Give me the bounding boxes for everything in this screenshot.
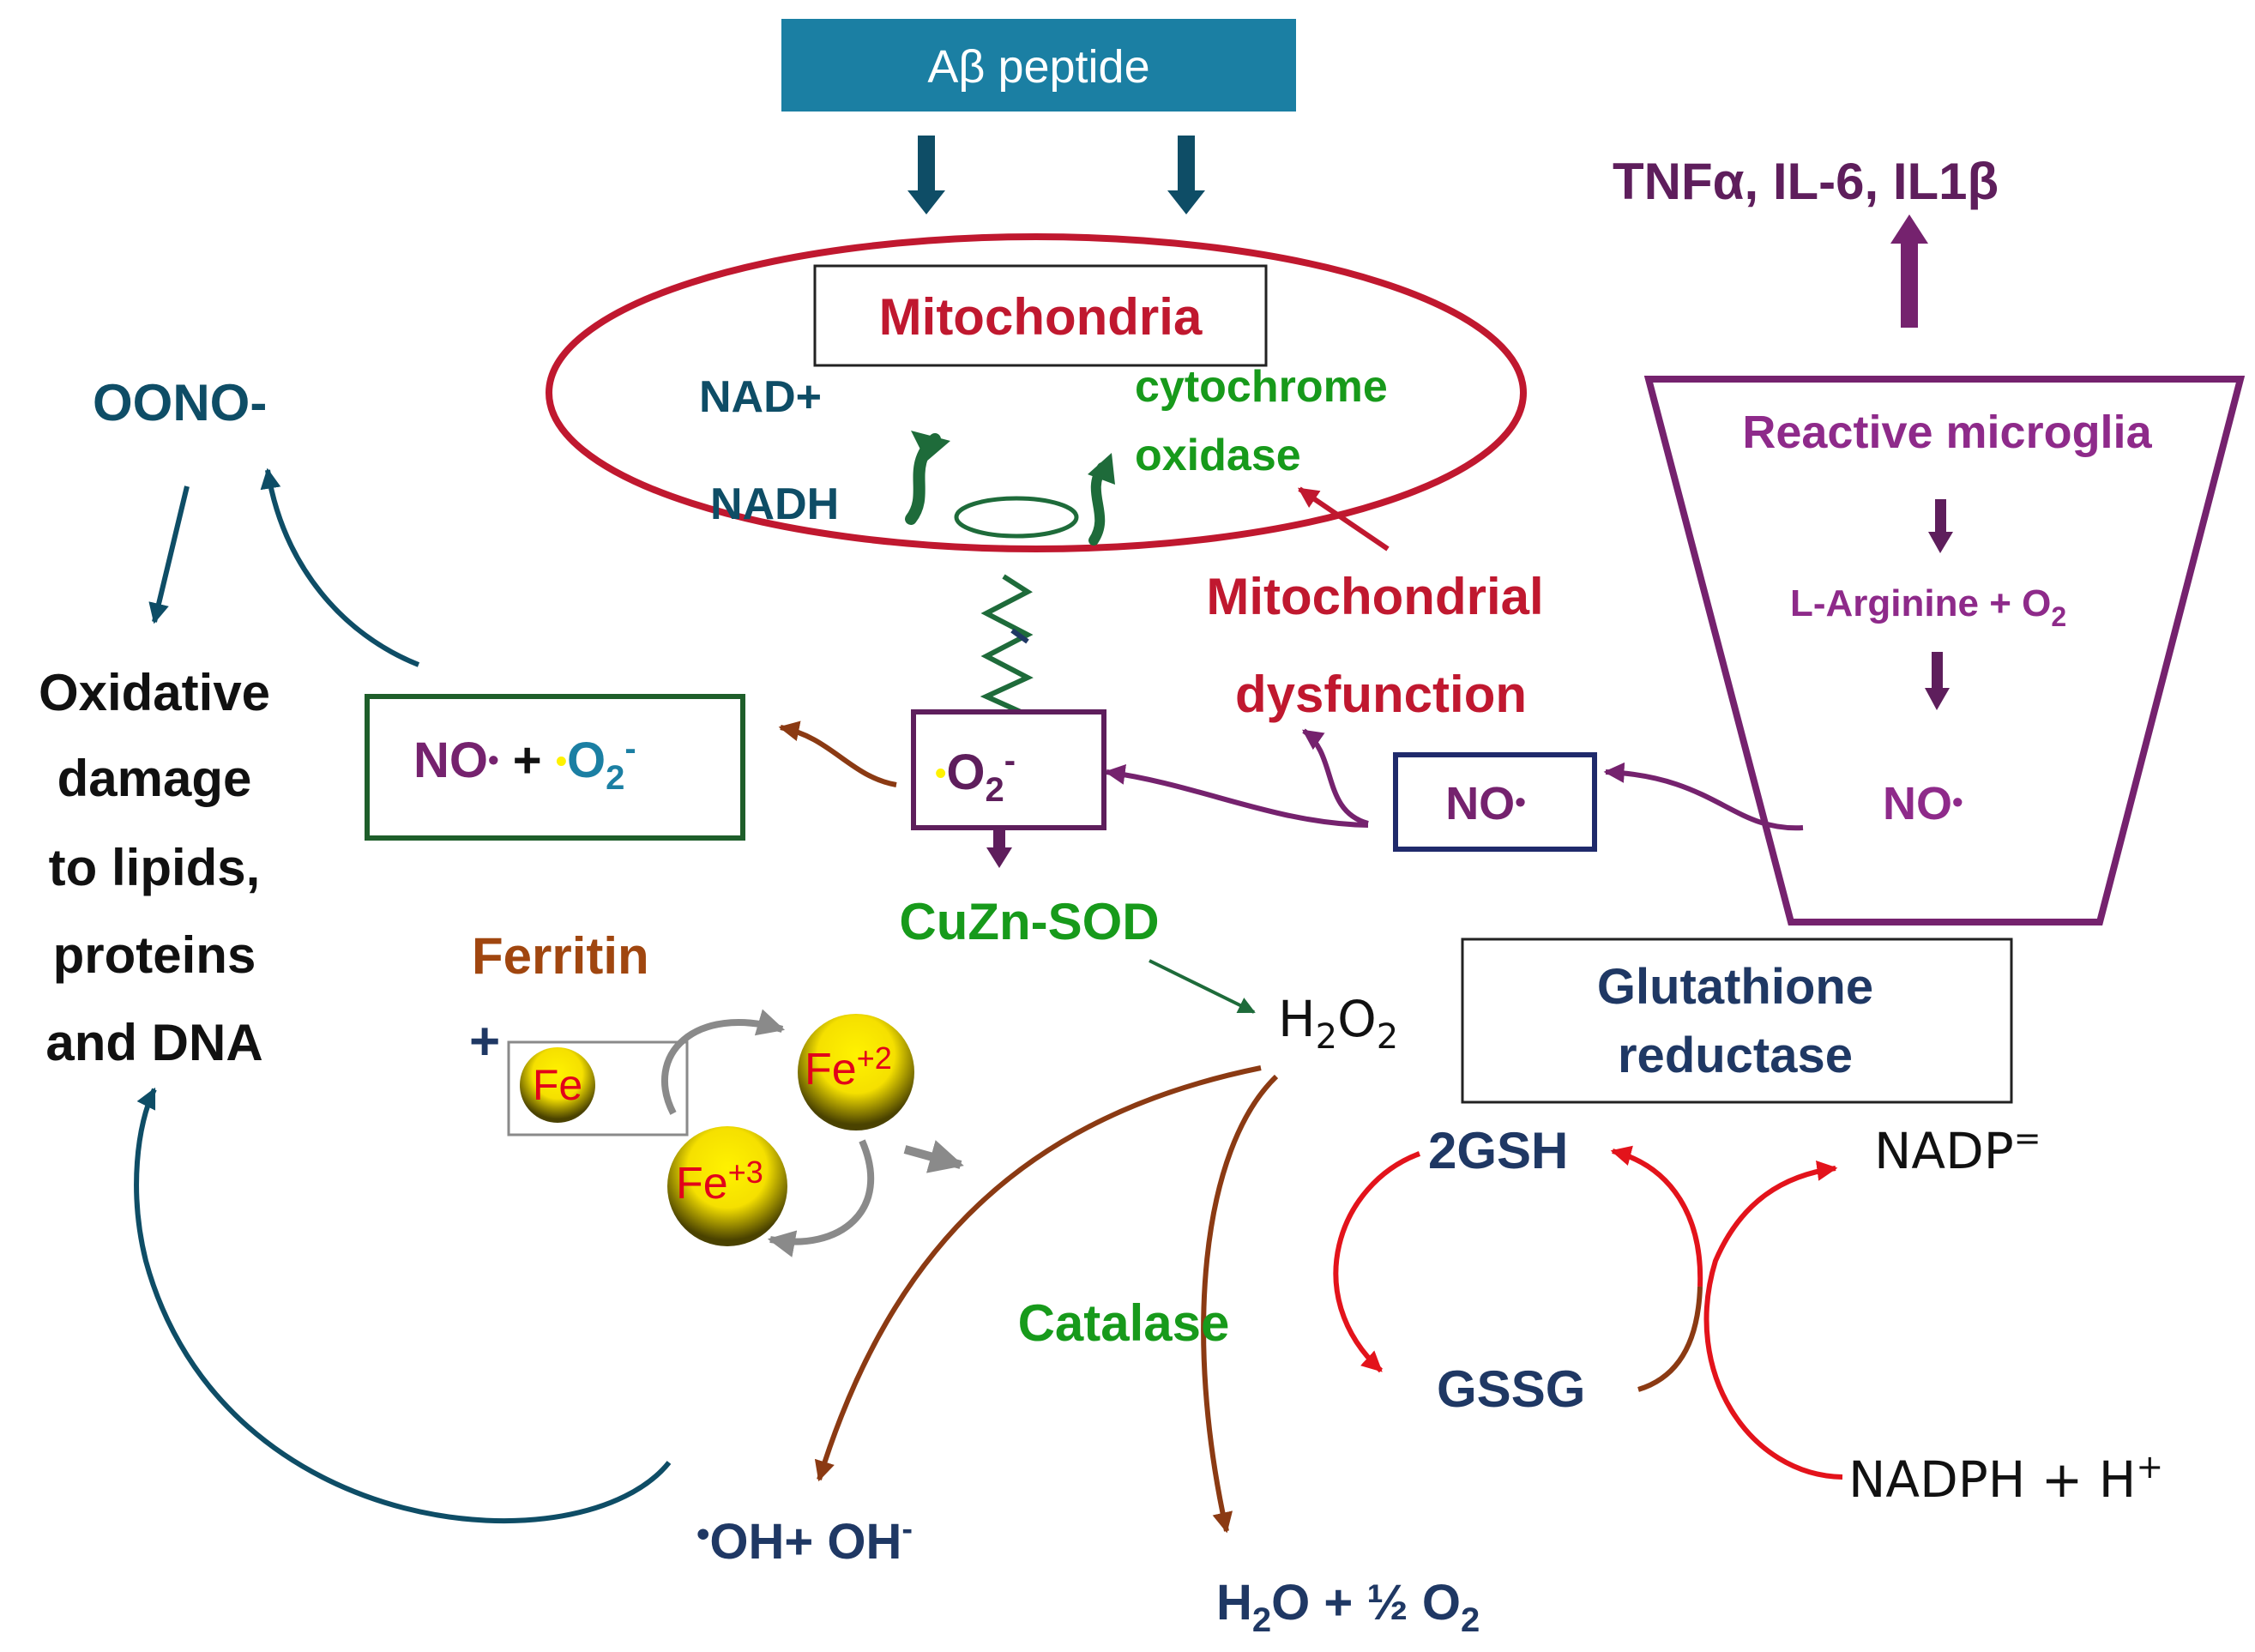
fe3-ion [667, 1126, 787, 1246]
cytochrome-label-line1: cytochrome [1135, 362, 1388, 412]
mitochondria-title: Mitochondria [879, 288, 1203, 346]
damage-line-1: Oxidative [39, 664, 270, 721]
superoxide-box [911, 709, 1106, 830]
sod-to-h2o2-arrow [1149, 959, 1256, 1014]
damage-line-3: to lipids, [49, 839, 261, 896]
gsh-label: 2GSH [1428, 1122, 1568, 1179]
microglia-trapezoid [1643, 376, 2246, 925]
oono-label: OONO- [93, 374, 267, 431]
dysfunction-line1: Mitochondrial [1206, 568, 1543, 625]
microglia-title: Reactive microglia [1742, 407, 2152, 458]
nadph-label: NADPH + H+ [1848, 1448, 2163, 1509]
nad-cycle-arrowhead-left [911, 431, 950, 461]
sod-label: CuZn-SOD [899, 893, 1159, 950]
no-box [1393, 752, 1597, 852]
oono-to-damage-arrow [148, 485, 190, 624]
ferritin-plus: + [469, 1012, 500, 1071]
fe2-ion [798, 1014, 914, 1130]
superoxide-to-combo-arrow [778, 720, 897, 787]
electron-leak-zigzag [980, 574, 1034, 714]
microglia-no-label: NO• [1883, 778, 1963, 829]
abeta-arrow-left [907, 136, 945, 214]
no-box-to-dysfunction-arrow [1302, 728, 1369, 826]
redox-arrow-bottom [767, 1139, 875, 1257]
nad-plus-label: NAD+ [699, 372, 822, 422]
gssg-label: GSSG [1437, 1360, 1585, 1418]
gsh-to-gssg-arrow [1333, 1151, 1421, 1373]
oxidative-damage-label: Oxidative damage to lipids, proteins and… [39, 664, 270, 1071]
no-o2-combo-box [365, 694, 745, 841]
nadp-label: NADP= [1874, 1119, 2041, 1180]
mitochondria-ellipse [546, 233, 1527, 552]
combo-to-oono-arrow [260, 467, 420, 667]
ferritin-label: Ferritin [472, 927, 649, 985]
cytochrome-label-line2: oxidase [1135, 431, 1301, 480]
fe-label: Fe [533, 1061, 582, 1109]
abeta-box [781, 19, 1296, 112]
dysfunction-line2: dysfunction [1235, 666, 1527, 723]
damage-line-4: proteins [53, 926, 256, 984]
electron-carrier-ellipse [954, 496, 1079, 539]
hydroxyl-to-damage-arrow [134, 1087, 672, 1524]
microglia-arrow-2 [1925, 652, 1950, 710]
iron-box [507, 1040, 689, 1137]
fe-ion [520, 1047, 595, 1123]
iron-to-fenton-arrow [903, 1140, 964, 1173]
gssg-to-gr-segment [1637, 1286, 1703, 1392]
h2o2-label: H2O2 [1278, 990, 1398, 1057]
no-box-label: NO• [1445, 778, 1526, 829]
larginine-label: L-Arginine + O2 [1790, 582, 2066, 632]
nad-cycle-arrowhead-right [1088, 453, 1115, 485]
mitochondria-title-box [813, 264, 1268, 367]
microglia-no-to-no-box-arrow [1603, 762, 1804, 831]
abeta-arrow-right [1167, 136, 1205, 214]
gr-line1: Glutathione [1597, 959, 1873, 1015]
gssg-to-gsh-arrow [1610, 1145, 1703, 1287]
damage-line-5: and DNA [45, 1014, 262, 1071]
microglia-arrow-1 [1928, 499, 1953, 553]
h2o2-to-hydroxyl-arrow [814, 1065, 1262, 1482]
fe3-label: Fe+3 [676, 1155, 763, 1209]
microglia-to-cytokines-arrow [1890, 214, 1928, 328]
nadph-to-nadp-arrow [1703, 1160, 1843, 1480]
cytokines-label: TNFα, IL-6, IL1β [1613, 153, 1999, 210]
water-label: H2O + ½ O2 [1216, 1575, 1480, 1639]
catalase-label: Catalase [1018, 1294, 1230, 1352]
no-o2-combo-label: NO• + •O2- [413, 730, 636, 797]
superoxide-to-sod-arrow [986, 830, 1012, 868]
gr-box [1461, 938, 2013, 1104]
superoxide-label: •O2- [935, 742, 1016, 809]
fe2-label: Fe+2 [805, 1040, 892, 1094]
damage-line-2: damage [57, 750, 252, 807]
nadh-label: NADH [710, 479, 839, 529]
no-box-to-superoxide-arrow [1104, 764, 1369, 828]
redox-arrow-top [661, 1009, 786, 1115]
abeta-label: Aβ peptide [927, 41, 1149, 93]
dysfunction-to-cytochrome-arrow [1298, 486, 1390, 552]
gr-line2: reductase [1618, 1028, 1853, 1083]
zigzag-accent [1010, 628, 1029, 644]
hydroxyl-label: •OH+ OH- [696, 1511, 913, 1570]
h2o2-to-water-arrow [1201, 1074, 1279, 1534]
